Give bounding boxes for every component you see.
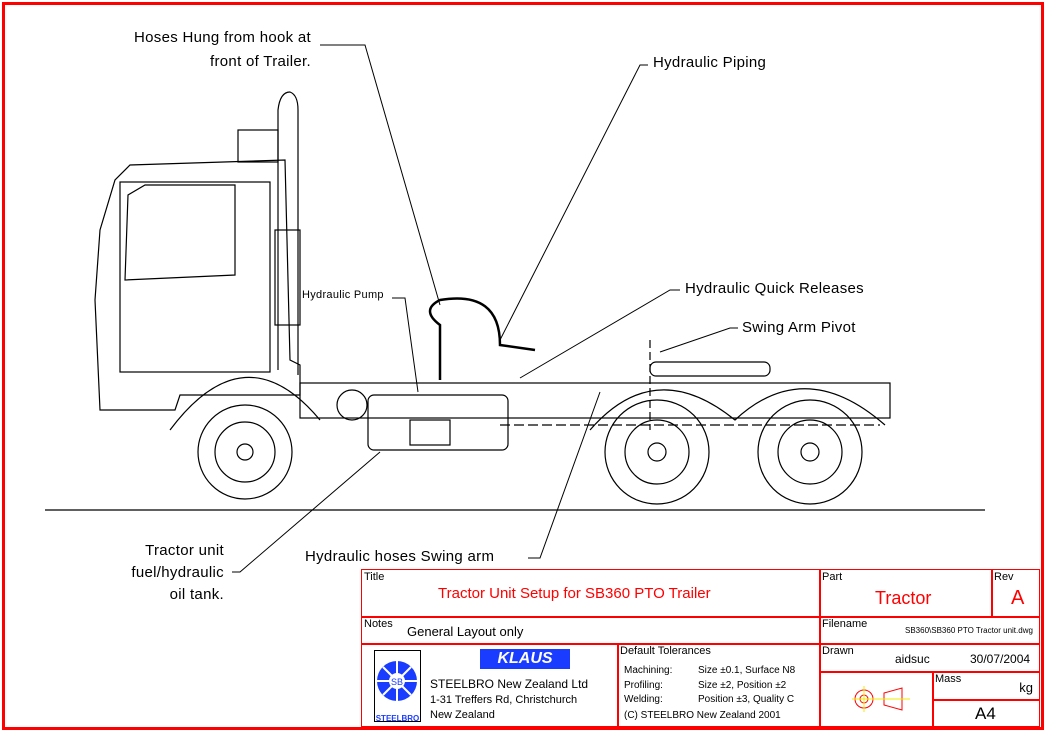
logo-badge: SB <box>391 677 403 687</box>
drawing-title: Tractor Unit Setup for SB360 PTO Trailer <box>438 585 711 602</box>
logo-text: STEELBRO <box>375 714 420 723</box>
drawn-date: 30/07/2004 <box>970 652 1031 666</box>
part-cell: Part Tractor <box>819 569 993 618</box>
part-value: Tractor <box>875 588 932 608</box>
part-label: Part <box>822 571 843 583</box>
tolerance-value: Size ±0.1, Surface N8 <box>698 665 796 676</box>
exhaust-muffler <box>274 229 301 326</box>
title-label: Title <box>364 571 385 583</box>
mass-cell: Mass kg <box>932 671 1040 701</box>
steelbro-logo: SB STEELBRO <box>374 650 421 723</box>
filename-value: SB360\SB360 PTO Tractor unit.dwg <box>905 626 1033 635</box>
copyright: (C) STEELBRO New Zealand 2001 <box>624 710 781 721</box>
fuel-tank <box>367 394 509 451</box>
rev-value: A <box>1011 587 1025 609</box>
hydraulic-piping <box>428 297 536 380</box>
callout-fuel-tank: Tractor unit fuel/hydraulic oil tank. <box>131 540 224 606</box>
tolerance-process: Profiling: <box>624 680 663 691</box>
tolerance-process: Machining: <box>624 665 673 676</box>
filename-label: Filename <box>822 618 868 630</box>
notes-label: Notes <box>364 618 393 630</box>
tolerance-value: Size ±2, Position ±2 <box>698 680 787 691</box>
company-address: 1-31 Treffers Rd, Christchurch <box>430 694 578 706</box>
mass-label: Mass <box>935 673 962 685</box>
company-name: STEELBRO New Zealand Ltd <box>430 677 589 691</box>
fifth-wheel <box>649 361 771 377</box>
air-intake <box>237 129 279 163</box>
callout-line: fuel/hydraulic <box>131 564 224 581</box>
air-tank <box>336 389 368 421</box>
rev-label: Rev <box>994 571 1014 583</box>
rear-wheel-2 <box>757 399 863 505</box>
tolerance-process: Welding: <box>624 694 663 705</box>
callout-quick-releases: Hydraulic Quick Releases <box>685 280 864 297</box>
hydraulic-pump <box>409 419 451 446</box>
company-cell: SB STEELBRO KLAUS STEELBRO New Zealand L… <box>361 643 619 727</box>
exhaust-stack <box>277 91 299 375</box>
callout-line: Tractor unit <box>145 542 224 559</box>
notes-cell: Notes General Layout only <box>361 616 821 645</box>
third-angle-projection-icon <box>852 686 910 712</box>
drawn-by: aidsuc <box>895 652 930 666</box>
callout-hydraulic-piping: Hydraulic Piping <box>653 54 767 71</box>
cab-door <box>119 181 271 373</box>
callout-hoses-hung: Hoses Hung from hook at front of Trailer… <box>134 26 311 74</box>
drawn-label: Drawn <box>822 645 854 657</box>
rev-cell: Rev A <box>991 569 1040 618</box>
klaus-logo: KLAUS <box>480 649 570 669</box>
front-fender <box>169 376 321 431</box>
callout-line: front of Trailer. <box>210 53 311 70</box>
projection-cell <box>819 671 934 727</box>
rear-wheel-1 <box>604 399 710 505</box>
mass-unit: kg <box>1019 680 1033 695</box>
callout-line: oil tank. <box>169 586 224 603</box>
notes-value: General Layout only <box>407 624 524 639</box>
sheet-size: A4 <box>975 704 996 723</box>
drawn-cell: Drawn aidsuc 30/07/2004 <box>819 643 1040 673</box>
callout-hydraulic-pump: Hydraulic Pump <box>302 289 384 301</box>
leader-lines <box>232 44 738 573</box>
callout-swing-arm-pivot: Swing Arm Pivot <box>742 319 856 336</box>
tolerances-cell: Default Tolerances Machining: Size ±0.1, … <box>617 643 821 727</box>
callout-hoses-swing-arm: Hydraulic hoses Swing arm <box>305 548 495 565</box>
tolerances-label: Default Tolerances <box>620 645 711 657</box>
rear-fender <box>589 388 886 431</box>
filename-cell: Filename SB360\SB360 PTO Tractor unit.dw… <box>819 616 1040 645</box>
front-wheel <box>197 404 293 500</box>
tolerance-value: Position ±3, Quality C <box>698 694 795 705</box>
cab-window <box>124 184 236 281</box>
chassis-frame <box>299 382 891 419</box>
title-cell: Title Tractor Unit Setup for SB360 PTO T… <box>361 569 821 618</box>
company-country: New Zealand <box>430 709 495 721</box>
cab <box>94 159 301 411</box>
steelbro-sunburst-icon: SB <box>377 661 417 701</box>
callout-line: Hoses Hung from hook at <box>134 29 311 46</box>
sheet-size-cell: A4 <box>932 699 1040 727</box>
